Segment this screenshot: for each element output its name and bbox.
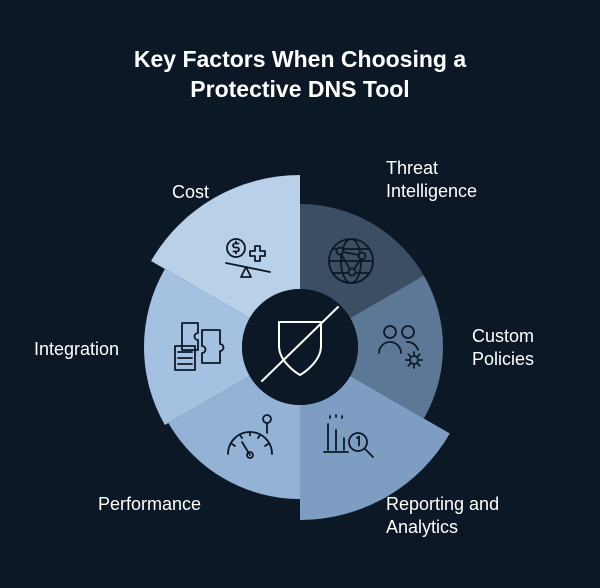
label-integration-line-1: Integration (34, 339, 120, 359)
title-line-2: Protective DNS Tool (190, 76, 410, 102)
segment-custom-policies (350, 275, 443, 419)
label-reporting-line-1: Reporting and (386, 494, 500, 514)
speedometer-icon (227, 414, 273, 459)
balance-scale-icon (225, 238, 271, 278)
segment-reporting-analytics (300, 376, 450, 520)
users-gear-icon (378, 325, 423, 369)
label-performance: Performance (98, 493, 201, 516)
icons-layer (174, 238, 423, 459)
label-cost-line-1: Cost (172, 182, 210, 202)
label-threat-intelligence: Threat Intelligence (386, 157, 477, 203)
label-cost: Cost (172, 181, 209, 204)
page-title: Key Factors When Choosing a Protective D… (0, 44, 600, 104)
bar-chart-magnifier-icon (323, 414, 374, 458)
title-line-1: Key Factors When Choosing a (133, 46, 467, 72)
label-custom-policies: Custom Policies (472, 325, 534, 371)
globe-network-icon (328, 238, 374, 284)
segment-integration (144, 269, 250, 425)
shield-slash-icon (261, 306, 339, 382)
segments-layer (144, 175, 450, 520)
label-reporting-line-2: Analytics (386, 517, 459, 537)
label-custom-line-2: Policies (472, 349, 535, 369)
label-threat-line-1: Threat (386, 158, 439, 178)
center-hub (242, 289, 358, 405)
label-custom-line-1: Custom (472, 326, 535, 346)
label-performance-line-1: Performance (98, 494, 202, 514)
puzzle-pieces-icon (174, 322, 225, 371)
label-integration: Integration (34, 338, 119, 361)
label-threat-line-2: Intelligence (386, 181, 478, 201)
label-reporting-analytics: Reporting and Analytics (386, 493, 499, 539)
segment-cost (151, 175, 300, 318)
